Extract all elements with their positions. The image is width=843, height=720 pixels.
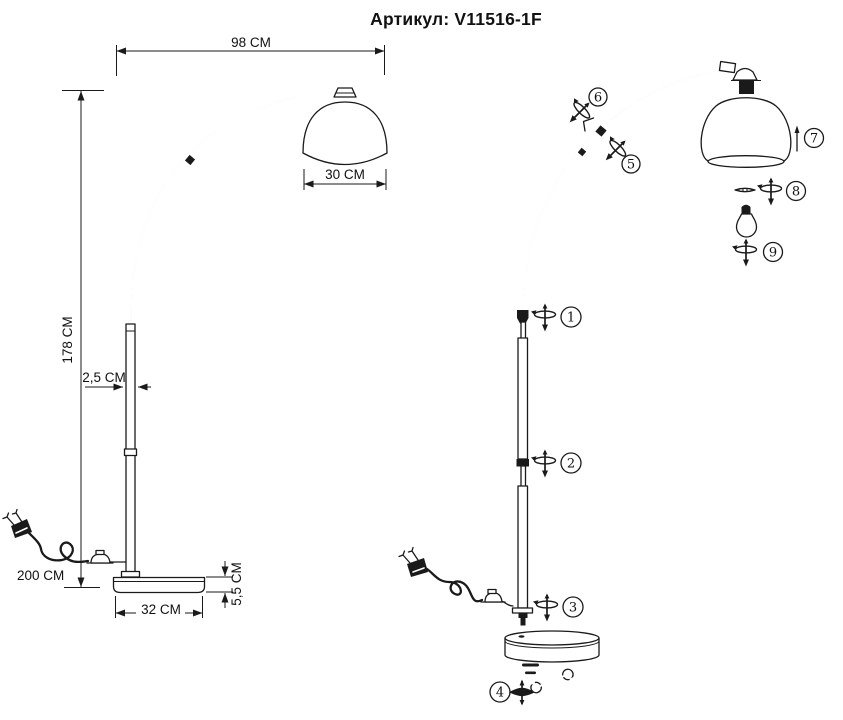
dim-label-30cm: 30 CM	[325, 167, 365, 182]
dim-label-55cm: 5,5 CM	[229, 562, 244, 606]
part-number-4: 4	[496, 686, 504, 701]
foot-switch	[86, 549, 114, 564]
part-number-6: 6	[594, 90, 602, 105]
assembly-arc	[522, 69, 728, 319]
part-marker-7: 7	[794, 125, 825, 152]
dim-label-98cm: 98 CM	[231, 35, 271, 50]
dim-arc-span: 98 CM	[116, 35, 385, 76]
part-number-2: 2	[567, 457, 575, 472]
socket-assembly	[718, 60, 761, 94]
lamp-arc	[130, 91, 339, 323]
assembly-power-cord	[398, 546, 514, 607]
dim-base-height: 5,5 CM	[206, 561, 244, 608]
dim-label-178cm: 178 CM	[60, 316, 75, 363]
page-title: Артикул: V11516-1F	[370, 9, 542, 29]
part-number-7: 7	[810, 132, 818, 147]
dim-label-25cm: 2,5 CM	[82, 370, 126, 385]
dim-label-32cm: 32 CM	[141, 602, 181, 617]
dim-pole-diameter: 2,5 CM	[82, 370, 151, 391]
assembly-foot-switch	[480, 588, 506, 603]
part-marker-8: 8	[734, 176, 807, 207]
part-marker-6: 6	[558, 87, 608, 131]
screw-rotate-icon	[530, 448, 557, 479]
washer-icon	[734, 187, 756, 193]
screw-rotate-icon	[530, 302, 557, 333]
assembly-pole	[511, 310, 534, 626]
assembly-plug-icon	[398, 546, 428, 577]
plug-icon	[2, 508, 32, 538]
screw-rotate-icon	[756, 176, 783, 207]
dim-base-width: 32 CM	[115, 596, 203, 618]
part-number-1: 1	[567, 311, 575, 326]
arc-joint-dot	[184, 154, 196, 166]
part-marker-3: 3	[532, 592, 584, 623]
bulb-icon	[735, 204, 758, 238]
part-number-9: 9	[769, 246, 777, 261]
arc-bracket	[582, 117, 595, 132]
part-marker-9: 9	[731, 237, 784, 268]
lamp-pole	[120, 323, 141, 578]
assembly-shade	[700, 97, 792, 168]
lamp-shade	[302, 87, 388, 166]
part-number-3: 3	[569, 601, 577, 616]
part-number-8: 8	[792, 185, 800, 200]
dim-shade-width: 30 CM	[303, 167, 387, 190]
power-cord	[2, 508, 127, 564]
part-marker-4: 4	[489, 668, 578, 707]
left-dimension-drawing: 98 CM 30 CM 178 CM 2,5 CM 200 CM	[2, 35, 388, 618]
part-marker-2: 2	[530, 448, 582, 479]
dim-height: 178 CM	[60, 90, 104, 588]
pin-icon	[794, 125, 800, 152]
part-number-5: 5	[627, 157, 635, 172]
screw-rotate-icon	[558, 91, 598, 131]
wrench-icon	[526, 668, 578, 694]
screw-rotate-icon	[731, 237, 758, 268]
right-assembly-diagram: 1 2 3 4	[398, 60, 825, 707]
assembly-base	[504, 630, 600, 675]
dim-label-200cm: 200 CM	[17, 568, 64, 583]
part-marker-5: 5	[594, 129, 641, 174]
lamp-base	[112, 576, 206, 594]
screw-rotate-icon	[532, 592, 559, 623]
part-marker-1: 1	[530, 302, 582, 333]
